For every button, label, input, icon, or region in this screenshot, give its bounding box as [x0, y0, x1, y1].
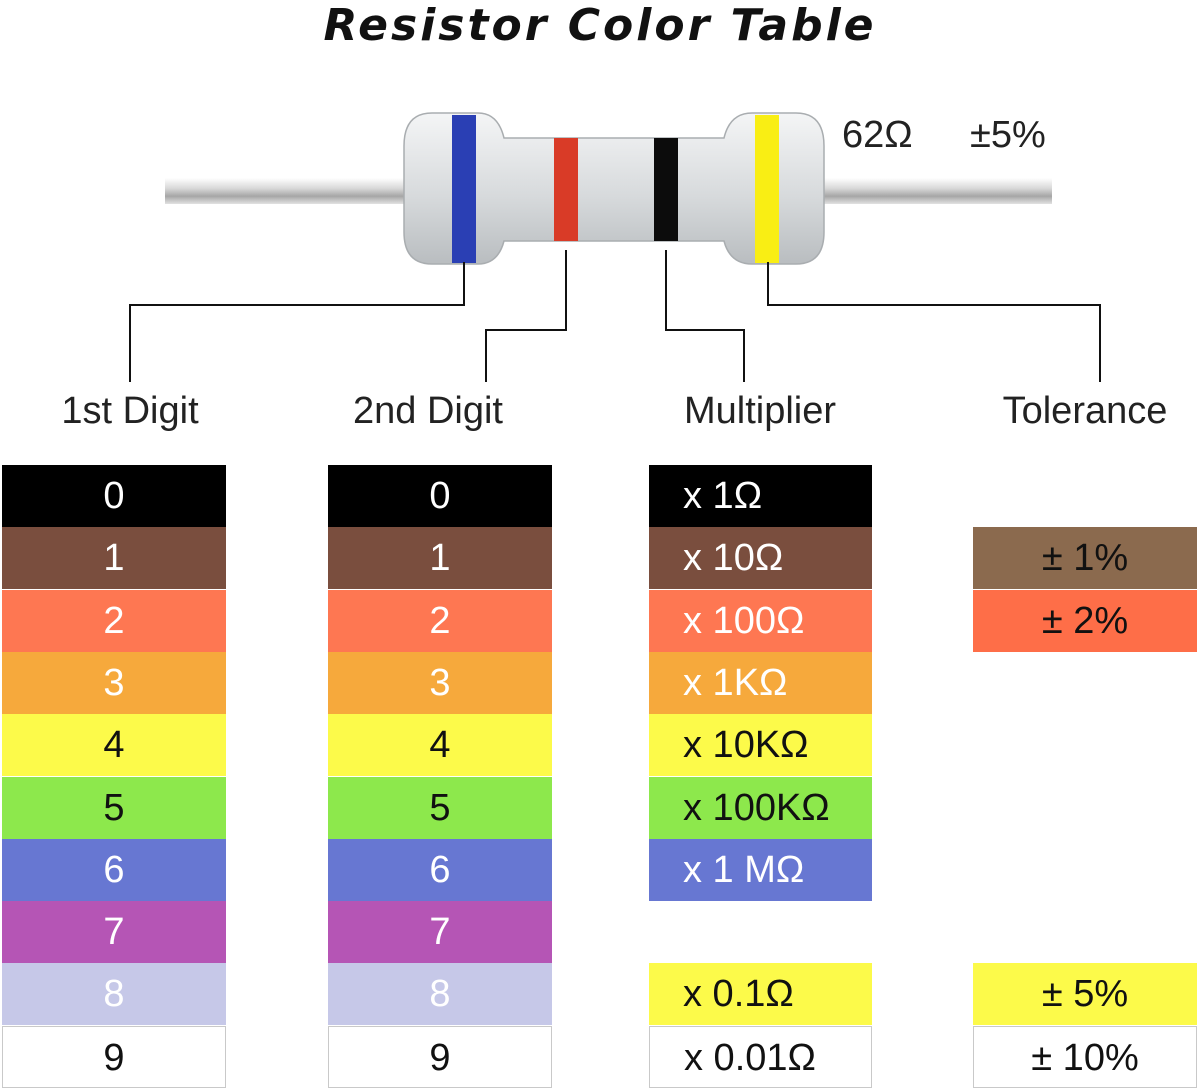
multiplier-cell-yellow: x 10KΩ — [649, 714, 872, 776]
second-digit-cell-grey: 8 — [328, 963, 552, 1025]
second-digit-cell-brown: 1 — [328, 527, 552, 589]
first-digit-cell-orange: 3 — [2, 652, 226, 714]
tolerance-cell-red: ± 2% — [973, 590, 1197, 652]
resistor-body — [403, 112, 825, 265]
lead-wire-left — [165, 178, 425, 204]
second-digit-cell-orange: 3 — [328, 652, 552, 714]
multiplier-cell-orange: x 1KΩ — [649, 652, 872, 714]
first-digit-cell-red: 2 — [2, 590, 226, 652]
leader-line-multiplier — [665, 250, 745, 382]
multiplier-cell-silver: x 0.01Ω — [649, 1026, 872, 1088]
tolerance-cell-silver: ± 10% — [973, 1026, 1197, 1088]
second-digit-cell-black: 0 — [328, 465, 552, 527]
first-digit-cell-brown: 1 — [2, 527, 226, 589]
column-header-multiplier: Multiplier — [683, 390, 837, 432]
multiplier-cell-green: x 100KΩ — [649, 777, 872, 839]
column-header-tolerance: Tolerance — [1002, 390, 1168, 432]
second-digit-cell-blue: 6 — [328, 839, 552, 901]
first-digit-cell-blue: 6 — [2, 839, 226, 901]
resistance-value-label: 62Ω — [842, 114, 913, 156]
multiplier-cell-gold: x 0.1Ω — [649, 963, 872, 1025]
band-1-blue — [452, 115, 476, 263]
band-4-yellow — [755, 115, 779, 263]
column-header-first-digit: 1st Digit — [61, 390, 199, 432]
first-digit-cell-violet: 7 — [2, 901, 226, 963]
tolerance-cell-gold: ± 5% — [973, 963, 1197, 1025]
first-digit-cell-yellow: 4 — [2, 714, 226, 776]
second-digit-cell-red: 2 — [328, 590, 552, 652]
multiplier-cell-black: x 1Ω — [649, 465, 872, 527]
multiplier-cell-red: x 100Ω — [649, 590, 872, 652]
band-2-red — [554, 138, 578, 241]
multiplier-cell-brown: x 10Ω — [649, 527, 872, 589]
band-3-black — [654, 138, 678, 241]
second-digit-cell-green: 5 — [328, 777, 552, 839]
first-digit-cell-green: 5 — [2, 777, 226, 839]
page-title: Resistor Color Table — [323, 0, 877, 51]
second-digit-cell-white: 9 — [328, 1026, 552, 1088]
second-digit-cell-yellow: 4 — [328, 714, 552, 776]
first-digit-cell-white: 9 — [2, 1026, 226, 1088]
leader-line-second-digit — [485, 250, 567, 382]
second-digit-cell-violet: 7 — [328, 901, 552, 963]
tolerance-cell-brown: ± 1% — [973, 527, 1197, 589]
leader-line-tolerance — [767, 262, 1101, 382]
first-digit-cell-black: 0 — [2, 465, 226, 527]
leader-line-first-digit — [129, 262, 465, 382]
resistor-illustration — [129, 112, 1101, 382]
lead-wire-right — [800, 178, 1052, 204]
first-digit-cell-grey: 8 — [2, 963, 226, 1025]
tolerance-value-label: ±5% — [970, 114, 1046, 156]
column-header-second-digit: 2nd Digit — [353, 390, 503, 432]
multiplier-cell-blue: x 1 MΩ — [649, 839, 872, 901]
